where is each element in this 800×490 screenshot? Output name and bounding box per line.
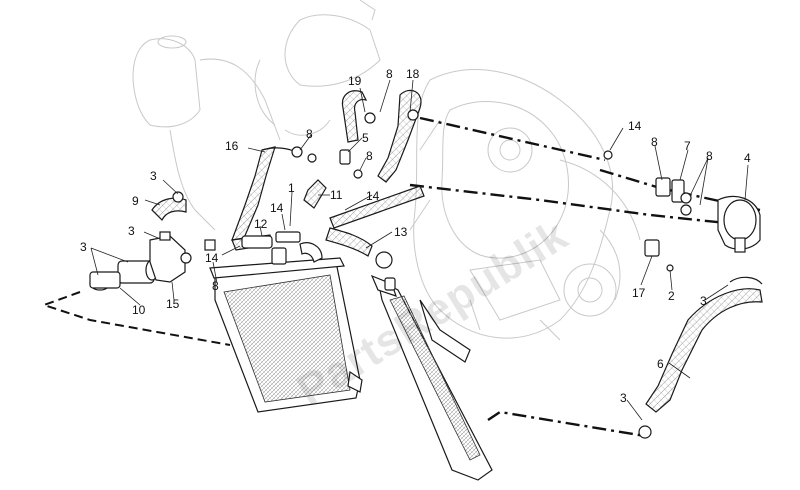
callout-3: 3	[80, 240, 87, 254]
callout-14: 14	[270, 201, 284, 215]
callout-3: 3	[150, 169, 157, 183]
callout-13: 13	[394, 225, 408, 239]
left-radiator	[209, 247, 363, 413]
callout-3: 3	[700, 294, 707, 308]
background-engine-ghost	[132, 0, 641, 341]
callout-11: 11	[330, 188, 343, 202]
callout-15: 15	[166, 297, 180, 311]
callout-18: 18	[406, 67, 420, 81]
callout-14: 14	[205, 251, 219, 265]
callout-2: 2	[668, 289, 675, 303]
callout-8: 8	[306, 127, 313, 141]
callout-19: 19	[348, 74, 362, 88]
callout-16: 16	[225, 139, 239, 153]
callout-4: 4	[744, 151, 751, 165]
callout-10: 10	[132, 303, 146, 317]
callout-8: 8	[212, 279, 219, 293]
callout-14: 14	[628, 119, 642, 133]
callout-12: 12	[254, 217, 268, 231]
callout-14: 14	[366, 189, 380, 203]
callout-9: 9	[132, 194, 139, 208]
callout-6: 6	[657, 357, 664, 371]
callout-8: 8	[366, 149, 373, 163]
callout-1: 1	[288, 181, 295, 195]
callout-8: 8	[651, 135, 658, 149]
right-radiator	[370, 274, 493, 481]
fittings-and-clamps	[89, 109, 761, 439]
callout-8: 8	[706, 149, 713, 163]
callout-3: 3	[128, 224, 135, 238]
callout-3: 3	[620, 391, 627, 405]
callout-7: 7	[684, 139, 691, 153]
leader-lines	[90, 79, 749, 421]
callout-17: 17	[632, 286, 646, 300]
callout-5: 5	[362, 131, 369, 145]
callout-labels: 19 8 18 14 8 7 8 4 16 8 5 8 3 1 11 14 9 …	[80, 67, 751, 405]
callout-8: 8	[386, 67, 393, 81]
